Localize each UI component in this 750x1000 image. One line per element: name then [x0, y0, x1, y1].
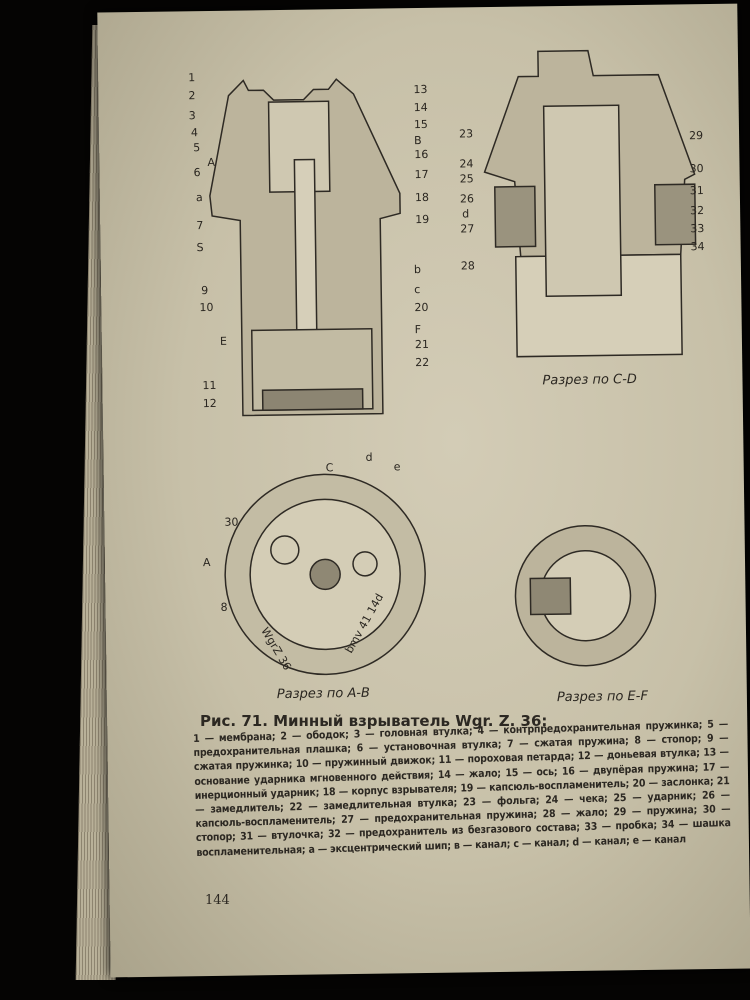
label: 21 — [415, 338, 429, 351]
label: 1 — [188, 71, 195, 84]
page-number: 144 — [205, 893, 230, 908]
label: 6 — [193, 166, 200, 179]
label: 2 — [188, 89, 195, 102]
label: 4 — [191, 126, 198, 139]
label: 28 — [461, 259, 475, 272]
label: 32 — [690, 204, 704, 217]
label: A — [203, 556, 211, 569]
label: 16 — [414, 148, 428, 161]
label: 18 — [415, 191, 429, 204]
main-left-labels: 1 2 3 4 5 A 6 a 7 S 9 10 E 11 12 — [188, 71, 227, 410]
label: e — [394, 460, 401, 473]
label: 30 — [689, 162, 703, 175]
label: F — [415, 323, 422, 336]
label: d — [365, 451, 372, 464]
label: 34 — [691, 240, 705, 253]
label: 5 — [193, 141, 200, 154]
cd-section-drawing — [483, 49, 697, 358]
label: 15 — [414, 118, 428, 131]
label: a — [196, 191, 203, 204]
label: 11 — [202, 379, 216, 392]
label: 8 — [221, 601, 228, 614]
label: 24 — [459, 157, 473, 170]
fuze-section-drawing — [209, 78, 401, 417]
label: 33 — [690, 222, 704, 235]
ef-section-drawing — [514, 525, 657, 667]
label: 10 — [199, 301, 213, 314]
label: B — [414, 134, 422, 147]
label: 9 — [201, 284, 208, 297]
label: b — [414, 263, 421, 276]
label: 25 — [460, 172, 474, 185]
label: C — [326, 461, 334, 474]
label: 14 — [414, 101, 428, 114]
label: 3 — [189, 109, 196, 122]
label: 26 — [460, 192, 474, 205]
caption-ab: Разрез по A-B — [277, 686, 370, 702]
label: 17 — [414, 168, 428, 181]
caption-ef: Разрез по E-F — [557, 689, 649, 705]
label: 27 — [460, 222, 474, 235]
label: 31 — [690, 184, 704, 197]
label: E — [220, 335, 227, 348]
label: 23 — [459, 127, 473, 140]
label: d — [462, 207, 469, 220]
label: 22 — [415, 356, 429, 369]
label: 30 — [224, 516, 238, 529]
label: 7 — [196, 219, 203, 232]
main-right-labels: 13 14 15 B 16 17 18 19 b c 20 F 21 22 — [413, 83, 429, 369]
figure-title: Рис. 71. Минный взрыватель Wgr. Z. 36: — [200, 712, 548, 730]
cd-left-labels: 23 24 25 26 d 27 28 — [459, 127, 475, 272]
label: 13 — [413, 83, 427, 96]
ab-section-drawing — [224, 473, 426, 676]
book-page: 1 2 3 4 5 A 6 a 7 S 9 10 E 11 12 13 14 1… — [97, 3, 750, 978]
label: c — [414, 283, 420, 296]
label: S — [196, 241, 203, 254]
label: 12 — [203, 397, 217, 410]
caption-cd: Разрез по C-D — [542, 372, 637, 388]
label: 19 — [415, 213, 429, 226]
figure-legend: 1 — мембрана; 2 — ободок; 3 — головная в… — [193, 718, 731, 859]
figure-drawings: 1 2 3 4 5 A 6 a 7 S 9 10 E 11 12 13 14 1… — [188, 49, 705, 705]
label: 29 — [689, 129, 703, 142]
label: 20 — [414, 301, 428, 314]
cd-right-labels: 29 30 31 32 33 34 — [689, 129, 705, 253]
label: A — [207, 156, 215, 169]
